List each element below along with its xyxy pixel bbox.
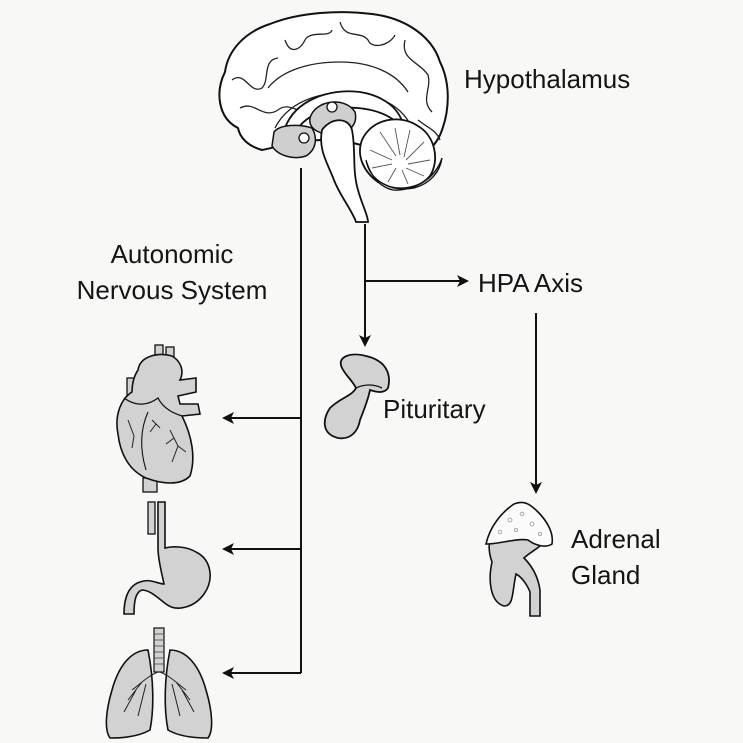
cerebellum [359, 118, 436, 190]
cerebellum-folia [369, 127, 431, 185]
hypothalamus-region [271, 124, 317, 159]
label-pituitary: Pituritary [383, 394, 486, 424]
heart-illustration [116, 344, 201, 493]
label-ans-line1: Autonomic [110, 239, 234, 269]
adrenal-cap [485, 501, 554, 547]
brainstem [320, 119, 369, 223]
label-adrenal-line2: Gland [571, 560, 641, 590]
label-adrenal-line1: Adrenal [571, 524, 661, 554]
adrenal-gland-illustration [485, 501, 554, 617]
label-hpa-axis: HPA Axis [478, 268, 584, 298]
pituitary-illustration [323, 353, 390, 440]
lungs-illustration [105, 627, 213, 739]
stomach-illustration [123, 501, 211, 615]
connectors [222, 168, 542, 679]
brain-illustration [218, 11, 449, 223]
label-ans-line2: Nervous System [76, 275, 268, 305]
label-hypothalamus: Hypothalamus [464, 64, 631, 94]
